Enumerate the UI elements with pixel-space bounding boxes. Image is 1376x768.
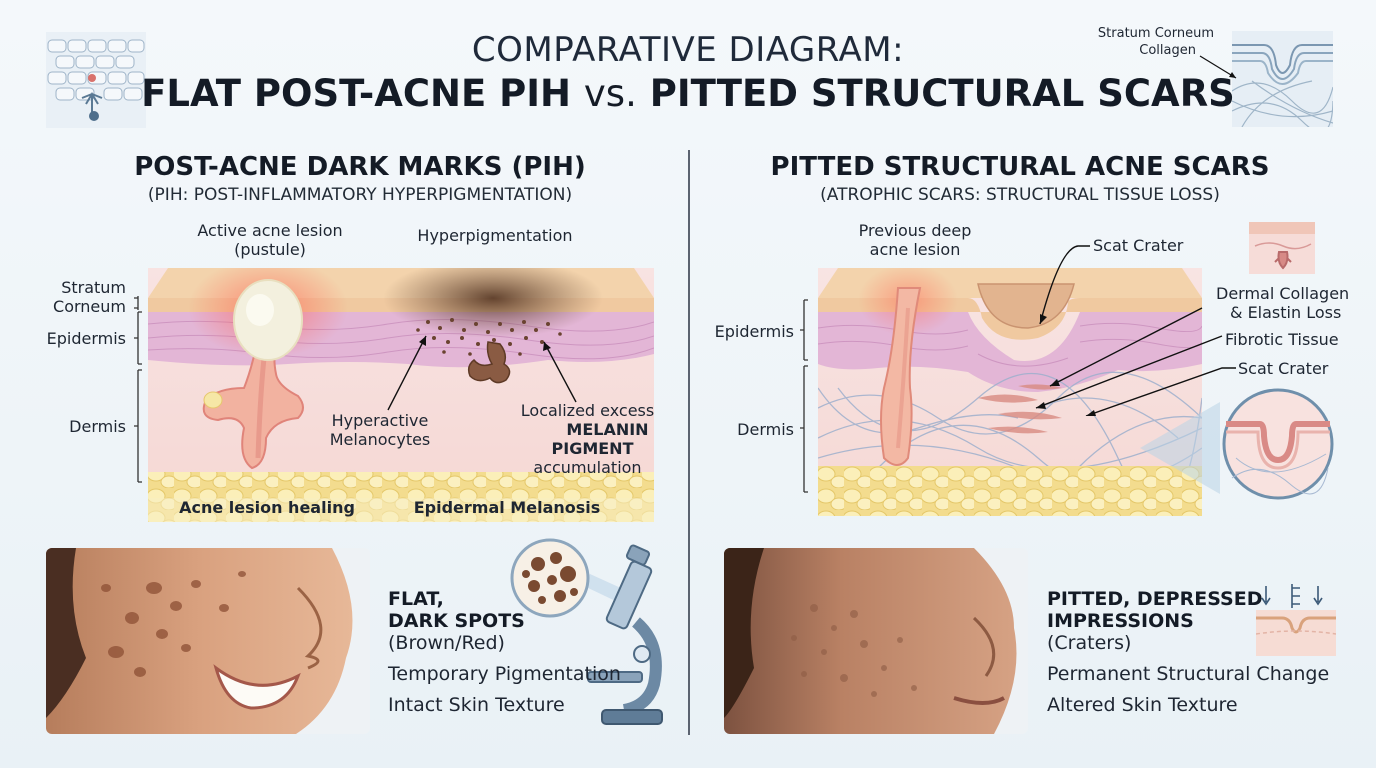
skin-layer-icon	[1231, 31, 1334, 133]
left-panel-title: POST-ACNE DARK MARKS (PIH)	[134, 152, 586, 182]
label-melanin-excess: Localized excess MELANIN PIGMENT accumul…	[520, 401, 655, 477]
label-scat-crater-top: Scat Crater	[1093, 236, 1184, 255]
pih-skin-cross-section	[147, 258, 655, 522]
corner-arrow	[1199, 55, 1237, 79]
pih-summary: FLAT, DARK SPOTS (Brown/Red) Temporary P…	[388, 588, 621, 716]
label-previous-lesion: Previous deep acne lesion	[858, 221, 972, 259]
left-brackets	[134, 296, 142, 483]
right-brackets	[800, 299, 808, 493]
title-scars: PITTED STRUCTURAL SCARS	[649, 72, 1235, 115]
left-panel-subtitle: (PIH: POST-INFLAMMATORY HYPERPIGMENTATIO…	[147, 185, 573, 205]
label-dermal-collagen: Dermal Collagen & Elastin Loss	[1216, 284, 1350, 322]
right-callout-arrows	[1035, 245, 1236, 416]
label-dermis-right: Dermis	[737, 420, 794, 439]
title-vs: vs.	[583, 72, 637, 115]
corner-label-collagen: Collagen	[1139, 43, 1196, 58]
page-title-line-1: COMPARATIVE DIAGRAM:	[471, 30, 905, 70]
right-panel-subtitle: (ATROPHIC SCARS: STRUCTURAL TISSUE LOSS)	[820, 185, 1220, 205]
center-divider	[688, 150, 690, 735]
left-callout-arrows	[387, 335, 577, 411]
corner-label-stratum: Stratum Corneum	[1097, 26, 1214, 41]
right-panel-title: PITTED STRUCTURAL ACNE SCARS	[770, 152, 1270, 182]
label-dermis-left: Dermis	[69, 417, 126, 436]
label-scat-crater-lower: Scat Crater	[1238, 359, 1329, 378]
skin-cell-icon	[46, 32, 146, 128]
scar-skin-cross-section	[817, 264, 1203, 516]
label-stratum-corneum: Stratum Corneum	[53, 278, 126, 316]
label-hyperpigmentation: Hyperpigmentation	[417, 226, 573, 245]
label-acne-healing: Acne lesion healing	[179, 498, 355, 517]
page-title-line-2: FLAT POST-ACNE PIH vs. PITTED STRUCTURAL…	[0, 72, 1376, 115]
pih-face-photo	[46, 548, 370, 734]
crater-mini-icon	[1255, 582, 1337, 656]
scar-face-photo	[724, 548, 1028, 734]
label-epidermal-melanosis: Epidermal Melanosis	[413, 498, 601, 517]
crater-zoom-icon	[1140, 388, 1340, 500]
title-pih: FLAT POST-ACNE PIH	[141, 72, 572, 115]
scar-summary: PITTED, DEPRESSED IMPRESSIONS (Craters) …	[1047, 588, 1330, 716]
label-epidermis-left: Epidermis	[46, 329, 126, 348]
label-epidermis-right: Epidermis	[714, 322, 794, 341]
label-hyperactive-melanocytes: Hyperactive Melanocytes	[329, 411, 431, 449]
label-fibrotic-tissue: Fibrotic Tissue	[1225, 330, 1339, 349]
crater-diagram-icon	[1249, 222, 1315, 274]
microscope-icon	[508, 534, 668, 734]
label-active-lesion: Active acne lesion (pustule)	[197, 221, 343, 259]
